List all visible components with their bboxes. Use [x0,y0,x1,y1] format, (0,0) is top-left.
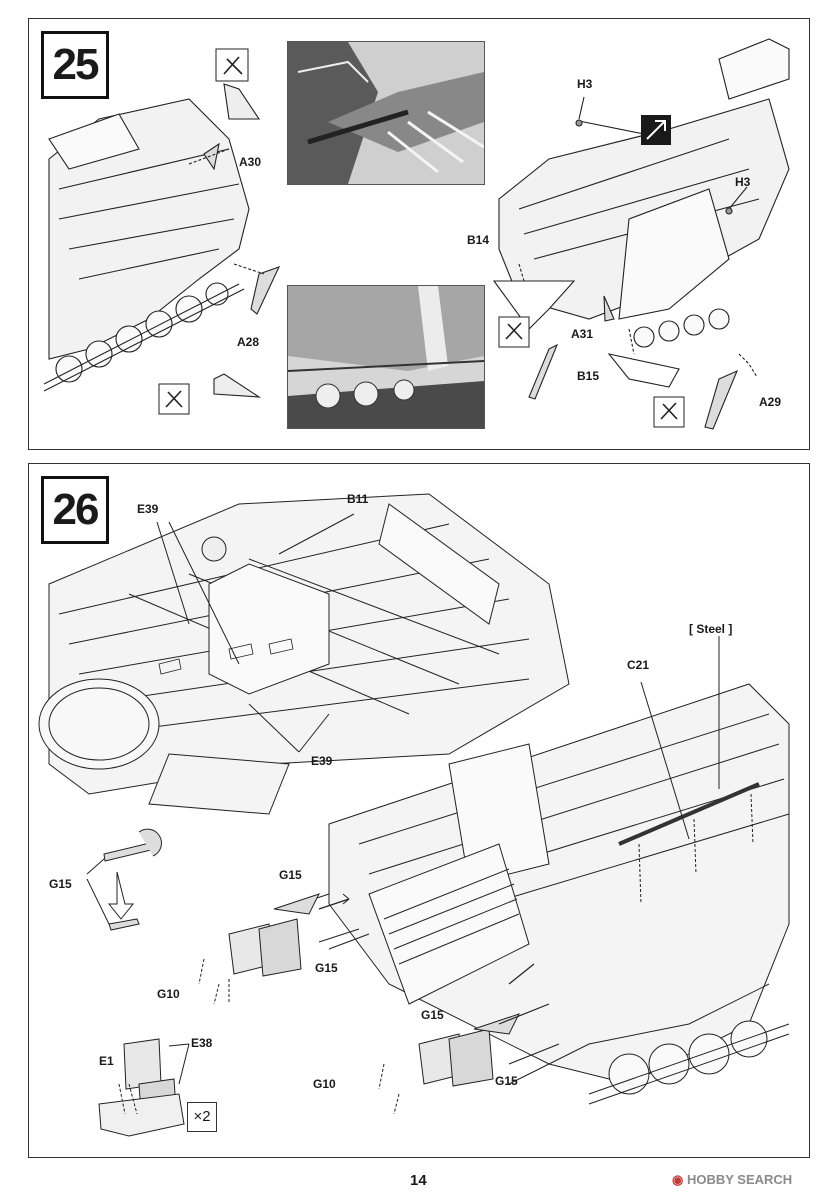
watermark: ◉ HOBBY SEARCH [672,1172,792,1188]
page-number: 14 [410,1172,427,1189]
step-25-illustration [43,38,790,430]
part-label-b15: B15 [577,369,600,383]
part-label-e38: E38 [191,1036,213,1050]
part-label-a28: A28 [237,335,260,349]
step-25-panel: 25 [28,18,810,450]
part-label-g15: G15 [495,1074,518,1088]
part-label-b11: B11 [347,492,369,506]
step-26-illustration [38,493,790,1137]
part-label-e39: E39 [311,754,333,768]
material-label-steel: [ Steel ] [689,622,733,636]
part-label-a30: A30 [239,155,262,169]
watermark-text: HOBBY SEARCH [686,1172,793,1187]
part-label-g10: G10 [313,1077,336,1091]
reference-photo-top [287,41,485,185]
alternate-parts-icon [641,115,671,145]
part-label-h3: H3 [577,77,593,91]
part-label-g15: G15 [315,961,338,975]
part-label-e1: E1 [99,1054,114,1068]
cutter-icon [158,48,685,428]
quantity-badge: ×2 [187,1102,217,1132]
part-label-c21: C21 [627,658,650,672]
part-label-b14: B14 [467,233,490,247]
part-label-a29: A29 [759,395,782,409]
part-label-g10: G10 [157,987,180,1001]
part-label-g15: G15 [49,877,72,891]
watermark-logo-icon: ◉ [672,1172,684,1187]
reference-photo-bottom [287,285,485,429]
step-26-panel: 26 [28,463,810,1158]
part-label-a31: A31 [571,327,594,341]
step-number: 26 [41,476,109,544]
part-label-g15: G15 [279,868,302,882]
step-number: 25 [41,31,109,99]
part-label-e39: E39 [137,502,159,516]
part-label-g15: G15 [421,1008,444,1022]
part-label-h3: H3 [735,175,751,189]
